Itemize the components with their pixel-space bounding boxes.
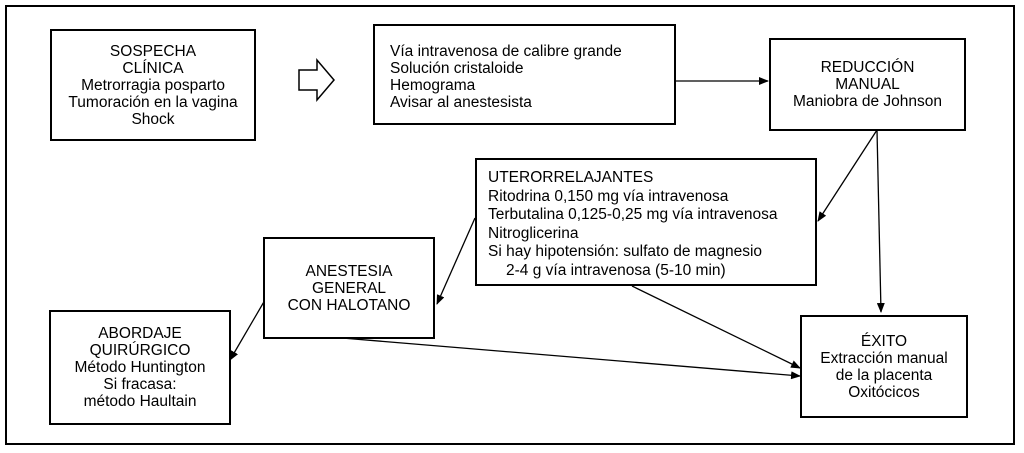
medidas-line-1: Vía intravenosa de calibre grande [390, 43, 622, 60]
uterorrelajantes-line-4: Si hay hipotensión: sulfato de magnesio [488, 243, 763, 260]
sospecha-line-3: Shock [131, 110, 175, 128]
arrow-anestesia-to-exito [341, 337, 801, 380]
exito-box: ÉXITO Extracción manual de la placenta O… [800, 315, 968, 418]
abordaje-line-1: Método Huntington [74, 359, 206, 376]
uterorrelajantes-line-5: 2-4 g vía intravenosa (5-10 min) [506, 261, 726, 279]
sospecha-title-2: CLÍNICA [122, 59, 184, 77]
anestesia-general-box: ANESTESIA GENERAL CON HALOTANO [263, 237, 435, 339]
sospecha-line-2: Tumoración en la vagina [68, 93, 238, 111]
abordaje-line-2: Si fracasa: [103, 376, 177, 393]
sospecha-title-1: SOSPECHA [109, 42, 197, 60]
anestesia-line-2: GENERAL [311, 279, 387, 297]
abordaje-quirurgico-box: ABORDAJE QUIRÚRGICO Método Huntington Si… [49, 310, 231, 425]
anestesia-line-1: ANESTESIA [305, 262, 393, 280]
anestesia-line-3: CON HALOTANO [287, 296, 411, 314]
reduccion-title-1: REDUCCIÓN [820, 59, 915, 76]
medidas-line-2: Solución cristaloide [390, 60, 524, 77]
uterorrelajantes-line-3: Nitroglicerina [488, 224, 579, 242]
arrow-anestesia-to-abordaje [229, 299, 266, 361]
reduccion-title-2: MANUAL [835, 76, 900, 93]
arrow-reduccion-to-exito [876, 129, 885, 313]
abordaje-title-2: QUIRÚRGICO [89, 342, 191, 359]
exito-line-2: de la placenta [835, 366, 933, 384]
reduccion-manual-box: REDUCCIÓN MANUAL Maniobra de Johnson [769, 38, 966, 131]
abordaje-line-3: método Haultain [83, 393, 197, 410]
medidas-line-4: Avisar al anestesista [390, 94, 532, 111]
exito-line-3: Oxitócicos [848, 383, 920, 401]
diagram-frame [5, 5, 1015, 445]
sospecha-line-1: Metrorragia posparto [81, 76, 225, 94]
arrow-reduccion-to-uterorrelajantes [817, 129, 878, 222]
medidas-line-3: Hemograma [390, 77, 476, 94]
medidas-iniciales-box: Vía intravenosa de calibre grande Soluci… [373, 24, 676, 125]
hollow-arrow-icon [298, 57, 335, 103]
exito-line-1: Extracción manual [820, 349, 948, 367]
abordaje-title-1: ABORDAJE [98, 325, 182, 342]
uterorrelajantes-title: UTERORRELAJANTES [488, 169, 654, 186]
exito-title: ÉXITO [860, 332, 908, 350]
uterorrelajantes-line-1: Ritodrina 0,150 mg vía intravenosa [488, 187, 729, 205]
arrow-uterorrelajantes-to-exito [631, 285, 801, 369]
arrow-uterorrelajantes-to-anestesia [436, 217, 476, 305]
sospecha-clinica-box: SOSPECHA CLÍNICA Metrorragia posparto Tu… [50, 29, 256, 141]
reduccion-line-1: Maniobra de Johnson [792, 93, 943, 110]
uterorrelajantes-line-2: Terbutalina 0,125-0,25 mg vía intravenos… [488, 206, 778, 223]
uterorrelajantes-box: UTERORRELAJANTES Ritodrina 0,150 mg vía … [475, 158, 817, 286]
